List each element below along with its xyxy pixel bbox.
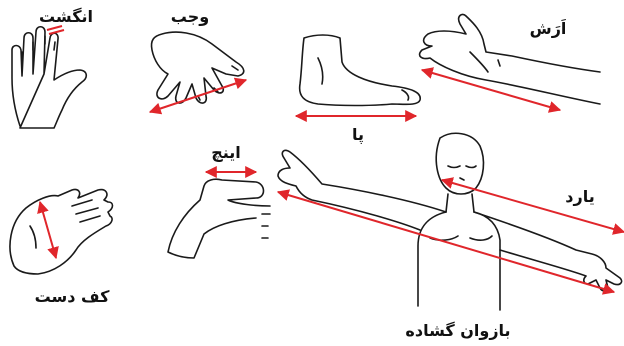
hand-finger-icon — [12, 27, 86, 128]
spread-hand-icon — [151, 32, 243, 103]
palm-icon — [10, 189, 113, 274]
span-label: وجب — [171, 7, 209, 26]
forearm-icon — [420, 14, 600, 104]
forearm-label: اَرَش — [530, 18, 567, 38]
measure-lines — [40, 26, 624, 292]
forearm-measure-line — [422, 70, 560, 110]
inch-label: اینچ — [211, 143, 241, 162]
palm-measure-line — [40, 202, 56, 258]
foot-label: پا — [352, 125, 364, 145]
armspan-figure-icon — [278, 133, 622, 310]
armspan-label: بازوان گشاده — [405, 321, 510, 340]
foot-icon — [300, 35, 421, 106]
finger-measure-line — [47, 26, 62, 30]
finger-label: انگشت — [39, 7, 93, 26]
thumb-inch-icon — [168, 179, 270, 258]
palm-label: کف دست — [35, 287, 111, 306]
yard-measure-line — [442, 180, 624, 232]
yard-label: یارد — [565, 187, 594, 206]
span-measure-line — [150, 80, 246, 112]
